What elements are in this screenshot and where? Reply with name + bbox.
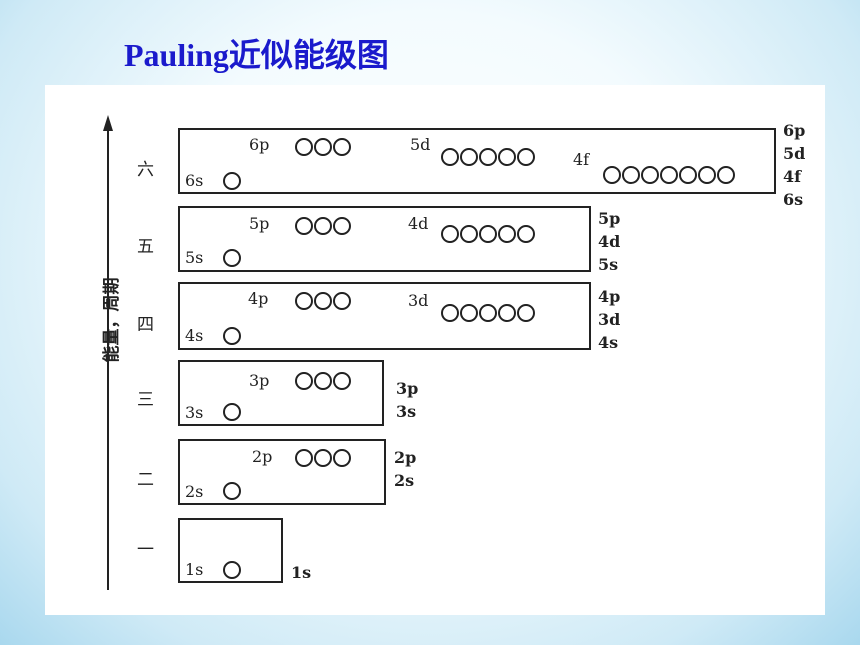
orbital-circle	[333, 138, 351, 156]
page-title: Pauling近似能级图	[124, 37, 389, 73]
label-3d: 3d	[408, 291, 429, 310]
label-3s: 3s	[185, 403, 204, 422]
orbital-circle	[295, 449, 313, 467]
period-3: 三	[137, 390, 154, 410]
orbitals-3d	[441, 304, 536, 322]
period-1: 一	[137, 540, 154, 560]
orbital-5s	[223, 249, 241, 267]
orbital-circle	[333, 449, 351, 467]
energy-axis	[103, 115, 113, 590]
orbital-circle	[660, 166, 678, 184]
orbital-circle	[333, 292, 351, 310]
orbital-circle	[498, 304, 516, 322]
orbital-circle	[295, 217, 313, 235]
orbital-3s	[223, 403, 241, 421]
orbital-circle	[460, 304, 478, 322]
orbital-circle	[333, 372, 351, 390]
label-5s: 5s	[185, 248, 204, 267]
orbitals-4p	[295, 292, 352, 310]
orbital-circle	[603, 166, 621, 184]
orbital-circle	[441, 225, 459, 243]
orbital-circle	[698, 166, 716, 184]
label-6s: 6s	[185, 171, 204, 190]
label-4d: 4d	[408, 214, 429, 233]
orbital-2s	[223, 482, 241, 500]
level-box-5	[178, 206, 591, 272]
label-2s: 2s	[185, 482, 204, 501]
orbital-circle	[314, 449, 332, 467]
orbital-circle	[333, 217, 351, 235]
period-6: 六	[137, 160, 154, 180]
y-axis-label: 能量，周期	[102, 277, 122, 363]
orbital-circle	[314, 292, 332, 310]
orbitals-5p	[295, 217, 352, 235]
orbital-circle	[717, 166, 735, 184]
orbitals-2p	[295, 449, 352, 467]
orbital-4s	[223, 327, 241, 345]
orbital-circle	[295, 292, 313, 310]
orbitals-4d	[441, 225, 536, 243]
orbital-circle	[622, 166, 640, 184]
orbitals-5d	[441, 148, 536, 166]
orbital-circle	[314, 372, 332, 390]
orbitals-6p	[295, 138, 352, 156]
label-4p: 4p	[248, 289, 269, 308]
orbital-circle	[679, 166, 697, 184]
orbitals-4f	[603, 166, 736, 184]
period-5: 五	[137, 237, 154, 257]
orbital-circle	[441, 304, 459, 322]
level-box-6	[178, 128, 776, 194]
label-2p: 2p	[252, 447, 273, 466]
orbital-circle	[460, 225, 478, 243]
orbital-6s	[223, 172, 241, 190]
label-6p: 6p	[249, 135, 270, 154]
orbital-circle	[479, 225, 497, 243]
level-box-4	[178, 282, 591, 350]
orbital-circle	[460, 148, 478, 166]
orbital-circle	[498, 225, 516, 243]
orbital-circle	[479, 148, 497, 166]
level-box-2	[178, 439, 386, 505]
orbital-circle	[441, 148, 459, 166]
period-4: 四	[137, 315, 154, 335]
orbital-circle	[517, 304, 535, 322]
label-5p: 5p	[249, 214, 270, 233]
orbital-circle	[314, 138, 332, 156]
orbital-circle	[479, 304, 497, 322]
orbital-circle	[295, 372, 313, 390]
orbital-circle	[517, 225, 535, 243]
label-5d: 5d	[410, 135, 431, 154]
level-box-3	[178, 360, 384, 426]
side-label-row1: 1s	[291, 563, 312, 582]
period-2: 二	[137, 470, 154, 490]
label-4f: 4f	[573, 150, 590, 169]
orbital-circle	[314, 217, 332, 235]
label-3p: 3p	[249, 371, 270, 390]
label-4s: 4s	[185, 326, 204, 345]
orbitals-3p	[295, 372, 352, 390]
label-1s: 1s	[185, 560, 204, 579]
orbital-circle	[641, 166, 659, 184]
orbital-circle	[517, 148, 535, 166]
orbital-1s	[223, 561, 241, 579]
orbital-circle	[295, 138, 313, 156]
orbital-circle	[498, 148, 516, 166]
level-box-1	[178, 518, 283, 583]
